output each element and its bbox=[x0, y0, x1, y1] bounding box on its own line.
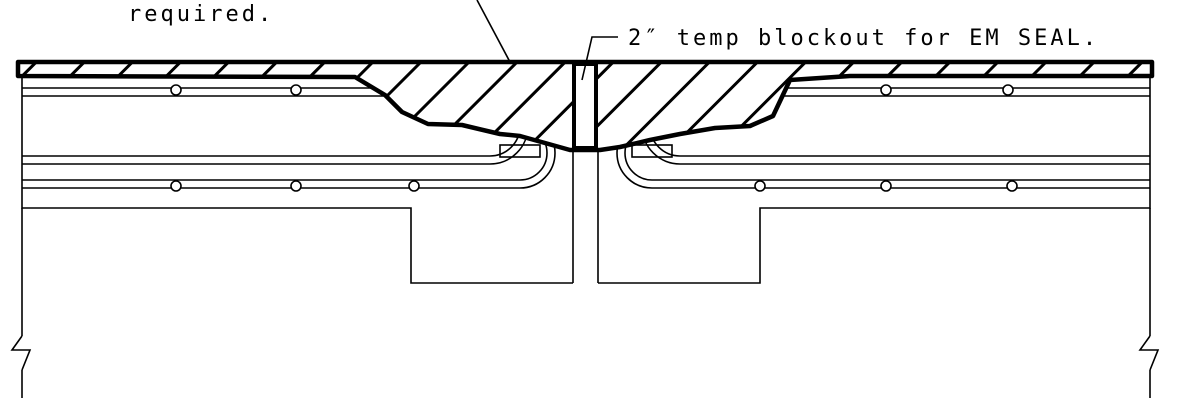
joint-gap bbox=[572, 150, 599, 283]
blockout-callout-text: 2″ temp blockout for EM SEAL. bbox=[628, 26, 1099, 51]
leader-lines bbox=[476, 0, 618, 81]
note-fragment-text: required. bbox=[128, 2, 274, 27]
break-line-symbols bbox=[10, 335, 1160, 371]
em-seal-blockout bbox=[572, 62, 598, 150]
longitudinal-bars bbox=[170, 84, 1018, 192]
